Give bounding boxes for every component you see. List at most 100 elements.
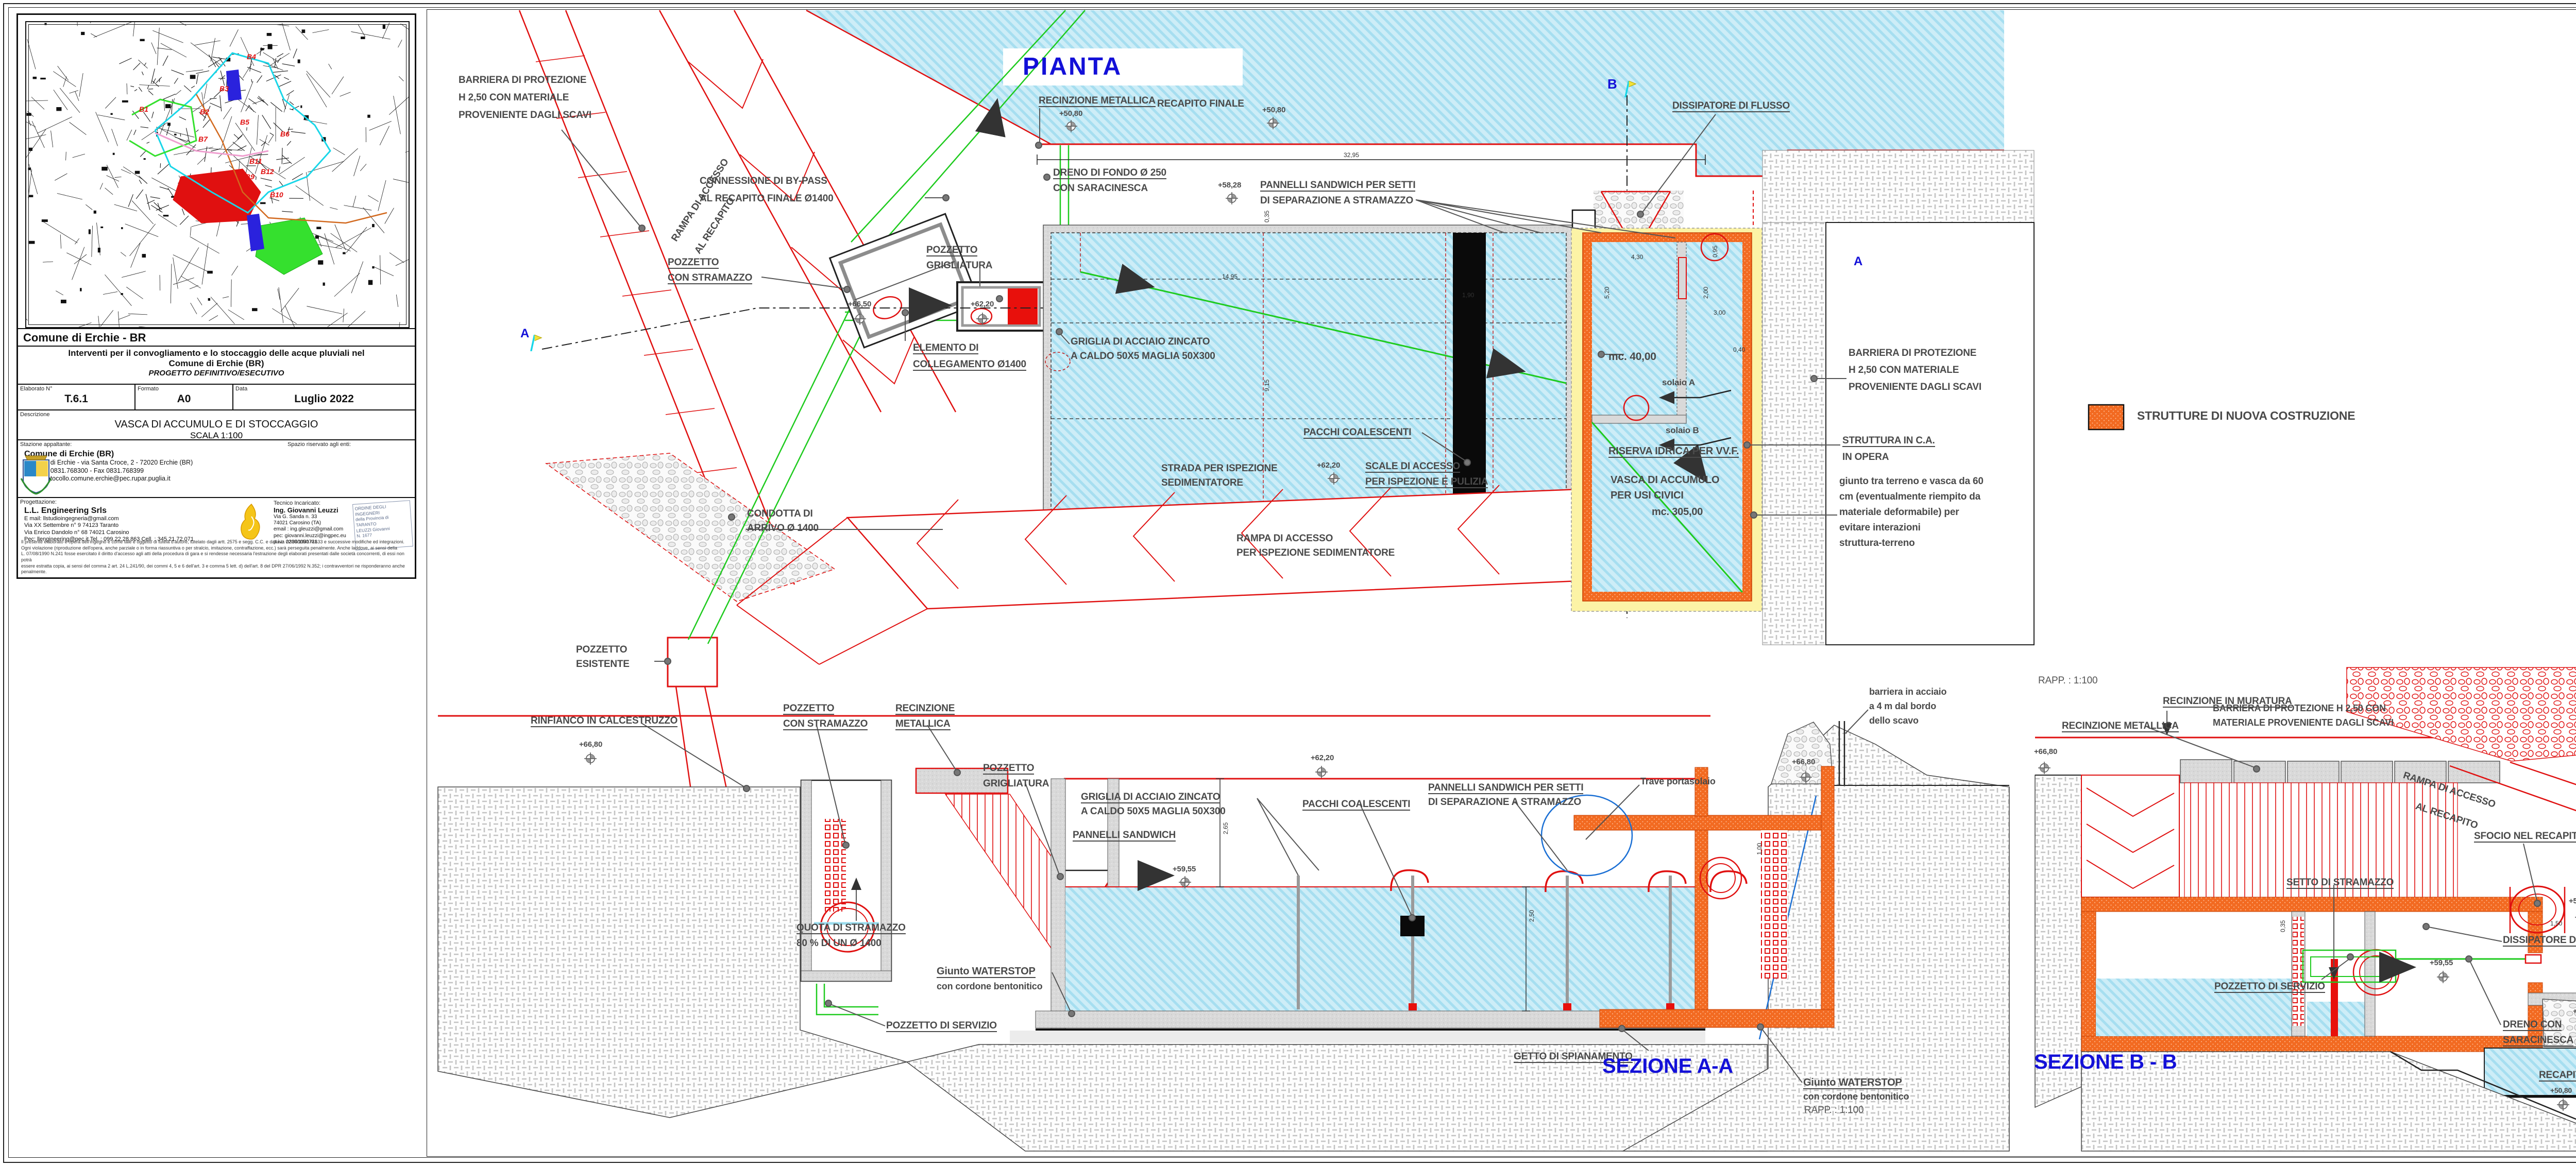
dim-text: 0,95 bbox=[1711, 245, 1719, 258]
label-riserva: RISERVA IDRICA PER VV.F. bbox=[1608, 446, 1739, 458]
a-pacchi: PACCHI COALESCENTI bbox=[1302, 799, 1410, 811]
label-dissipatore-plan: DISSIPATORE DI FLUSSO bbox=[1672, 101, 1790, 113]
map-zone-label-b7: B7 bbox=[198, 135, 208, 143]
lev-plan-5080-l: +50,80 bbox=[1059, 109, 1083, 118]
b-lev6680: +66,80 bbox=[2034, 747, 2058, 756]
map-boundary-cyan bbox=[154, 52, 331, 214]
label-strada-2: SEDIMENTATORE bbox=[1161, 477, 1243, 488]
a-quota-2: 80 % DI UN Ø 1400 bbox=[796, 938, 882, 949]
rapp-bottom: RAPP. : 1:100 bbox=[1804, 1105, 1864, 1116]
a-recmet-1: RECINZIONE bbox=[895, 704, 955, 715]
dim-text: 1,90 bbox=[1462, 292, 1475, 299]
a-lev6220: +62,20 bbox=[1311, 753, 1334, 762]
text-line: 74021 Carosino (TA) bbox=[274, 520, 321, 526]
map-road-orange bbox=[195, 94, 387, 224]
b-lev5080: +50,80 bbox=[2550, 1086, 2572, 1094]
tb-row-stazione: Stazione appaltante: Comune di Erchie (B… bbox=[18, 439, 415, 497]
dim-text: 5,20 bbox=[1603, 286, 1611, 299]
b-recfin: RECAPITO FINALE bbox=[2539, 1070, 2576, 1082]
tb-stazione-label: Stazione appaltante: bbox=[20, 441, 72, 448]
a-pansetti-2: DI SEPARAZIONE A STRAMAZZO bbox=[1428, 797, 1582, 808]
label-rampa-sed-1: RAMPA DI ACCESSO bbox=[1236, 533, 1333, 544]
label-pannelli-plan-1: PANNELLI SANDWICH PER SETTI bbox=[1260, 180, 1416, 192]
lev-plan-5828: +58,28 bbox=[1218, 181, 1242, 190]
b-dreno-2: SARACINESCA bbox=[2503, 1035, 2573, 1047]
b-sfocio: SFOCIO NEL RECAPITO bbox=[2474, 831, 2576, 843]
a-quota-1: QUOTA DI STRAMAZZO bbox=[796, 923, 906, 935]
label-recapito-finale: RECAPITO FINALE bbox=[1157, 98, 1244, 109]
text-line: Comune di Erchie - via Santa Croce, 2 - … bbox=[24, 459, 193, 466]
label-barriera-left-1: BARRIERA DI PROTEZIONE bbox=[459, 75, 587, 85]
marker-a-left: A bbox=[520, 327, 530, 340]
b-lev5926: +59,26 bbox=[2573, 1007, 2576, 1015]
b-barriera-2: MATERIALE PROVENIENTE DAGLI SCAVI bbox=[2213, 717, 2394, 728]
map-zone-label-b6: B6 bbox=[280, 130, 290, 138]
text-line: Telefono 0831.768300 - Fax 0831.768399 bbox=[24, 467, 144, 474]
legend: STRUTTURE DI NUOVA COSTRUZIONE bbox=[2137, 409, 2355, 422]
label-elemento-1: ELEMENTO DI bbox=[913, 343, 978, 355]
map-zone-label-b3: B3 bbox=[219, 84, 229, 93]
map-zone-label-b1: B1 bbox=[139, 105, 148, 113]
tb-intervento-2: Comune di Erchie (BR) bbox=[168, 358, 264, 368]
label-giunto-4: evitare interazioni bbox=[1839, 522, 1921, 533]
lev-plan-5080-r: +50,80 bbox=[1262, 106, 1286, 114]
a-rinfianco: RINFIANCO IN CALCESTRUZZO bbox=[531, 716, 677, 728]
a-pozzgri-2: GRIGLIATURA bbox=[983, 778, 1049, 789]
label-pozz-esistente-2: ESISTENTE bbox=[576, 659, 630, 670]
label-recinzione-met-plan: RECINZIONE METALLICA bbox=[1039, 96, 1156, 108]
dim-text: 0,35 bbox=[2279, 920, 2286, 932]
tb-fineprint: Il presente elaborato è opera dell'ingeg… bbox=[21, 539, 412, 575]
dim-text: 2,50 bbox=[1528, 910, 1535, 922]
label-barriera-right-3: PROVENIENTE DAGLI SCAVI bbox=[1849, 382, 1981, 392]
a-pozzserv: POZZETTO DI SERVIZIO bbox=[886, 1021, 997, 1033]
label-strada-1: STRADA PER ISPEZIONE bbox=[1161, 463, 1278, 474]
a-griglia-2: A CALDO 50X5 MAGLIA 50X300 bbox=[1081, 806, 1226, 817]
text-line: E mail: llstudioingegneria@gmail.com bbox=[24, 516, 119, 522]
a-pannelli: PANNELLI SANDWICH bbox=[1073, 830, 1176, 842]
a-barracciaio-1: barriera in acciaio bbox=[1869, 687, 1947, 697]
label-struttura-1: STRUTTURA IN C.A. bbox=[1842, 436, 1935, 448]
tb-progettazione-lines: E mail: llstudioingegneria@gmail.com Via … bbox=[24, 516, 409, 543]
label-connessione-1: CONNESSIONE DI BY-PASS bbox=[700, 176, 827, 186]
b-dreno-1: DRENO CON bbox=[2503, 1020, 2562, 1032]
label-barriera-left-2: H 2,50 CON MATERIALE bbox=[459, 92, 569, 103]
tb-spazio-label: Spazio riservato agli enti: bbox=[287, 441, 351, 448]
label-pacchi-plan: PACCHI COALESCENTI bbox=[1303, 427, 1411, 439]
dim-text: 2,65 bbox=[1222, 822, 1229, 834]
map-zone-label-b12: B12 bbox=[261, 167, 274, 176]
dim-text: 0,40 bbox=[1733, 346, 1745, 353]
a-waterstop-l2: con cordone bentonitico bbox=[937, 981, 1043, 991]
plan-title: PIANTA bbox=[1023, 53, 1123, 80]
tb-progettazione-label: Progettazione: bbox=[20, 499, 57, 505]
a-waterstop-l1: Giunto WATERSTOP bbox=[937, 966, 1036, 979]
lev-plan-6220: +62,20 bbox=[971, 300, 994, 308]
section-a-a bbox=[437, 709, 2010, 1152]
label-pozz-stramazzo-plan-1: POZZETTO bbox=[668, 258, 719, 269]
text-line: pec: giovanni.leuzzi@ingpec.eu bbox=[274, 533, 346, 539]
b-recmur: RECINZIONE IN MURATURA bbox=[2163, 696, 2292, 708]
a-title: SEZIONE A-A bbox=[1602, 1055, 1734, 1077]
text-line: Il presente elaborato è opera dell'ingeg… bbox=[21, 539, 404, 544]
legend-swatch-group bbox=[2088, 404, 2125, 431]
dim-text: 9,15 bbox=[1263, 379, 1270, 391]
text-line: p.iva 02350050731 bbox=[274, 539, 318, 545]
dim-text: 0,35 bbox=[1263, 210, 1270, 222]
coat-of-arms bbox=[20, 455, 52, 495]
tb-formato: A0 bbox=[177, 393, 191, 405]
tb-stazione-lines: Comune di Erchie - via Santa Croce, 2 - … bbox=[24, 459, 409, 483]
tb-descrizione-1: VASCA DI ACCUMULO E DI STOCCAGGIO bbox=[114, 419, 318, 430]
dim-text: 4,30 bbox=[1631, 253, 1643, 261]
a-recmet-2: METALLICA bbox=[895, 719, 951, 731]
b-setto: SETTO DI STRAMAZZO bbox=[2286, 878, 2394, 889]
map-zone-label-b10: B10 bbox=[270, 191, 283, 199]
a-trave: Trave portasolaio bbox=[1640, 776, 1716, 786]
label-condotta-1: CONDOTTA DI bbox=[747, 508, 813, 519]
tb-descrizione-label: Descrizione bbox=[20, 411, 50, 418]
map-road-pink bbox=[155, 132, 269, 157]
a-getto: GETTO DI SPIANAMENTO bbox=[1514, 1052, 1633, 1064]
text-line: email : ing.gleuzzi@gmail.com bbox=[274, 526, 344, 533]
map-linework bbox=[26, 22, 409, 327]
